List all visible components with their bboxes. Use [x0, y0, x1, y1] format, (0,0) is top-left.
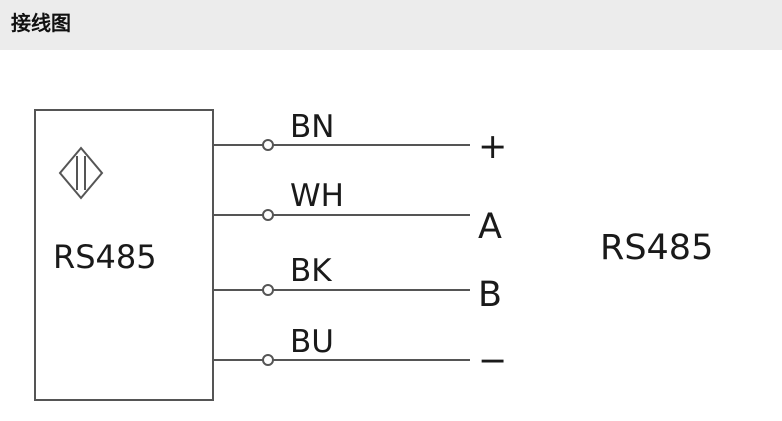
- terminal-connector: [262, 354, 274, 366]
- wire-bk: BK B: [213, 253, 502, 315]
- sensor-label: RS485: [53, 238, 157, 276]
- terminal-label: A: [478, 207, 502, 247]
- wire-code-label: BK: [290, 253, 332, 289]
- terminal-connector: [262, 139, 274, 151]
- wire-code-label: BU: [290, 324, 334, 360]
- terminal-label: +: [478, 127, 507, 167]
- terminal-label: −: [478, 341, 507, 381]
- section-title: 接线图: [11, 11, 71, 35]
- terminal-connector: [262, 284, 274, 296]
- terminal-connector: [262, 209, 274, 221]
- section-header: 接线图: [0, 0, 782, 50]
- wire-bu: BU −: [213, 324, 507, 381]
- wire-bn: BN +: [213, 109, 507, 167]
- sensor-body: [34, 109, 214, 401]
- terminal-label: B: [478, 275, 502, 315]
- wire-wh: WH A: [213, 178, 502, 247]
- wire-code-label: BN: [290, 109, 334, 145]
- sensor-symbol-icon: [58, 146, 104, 200]
- wire-code-label: WH: [290, 178, 344, 214]
- protocol-label: RS485: [600, 228, 714, 268]
